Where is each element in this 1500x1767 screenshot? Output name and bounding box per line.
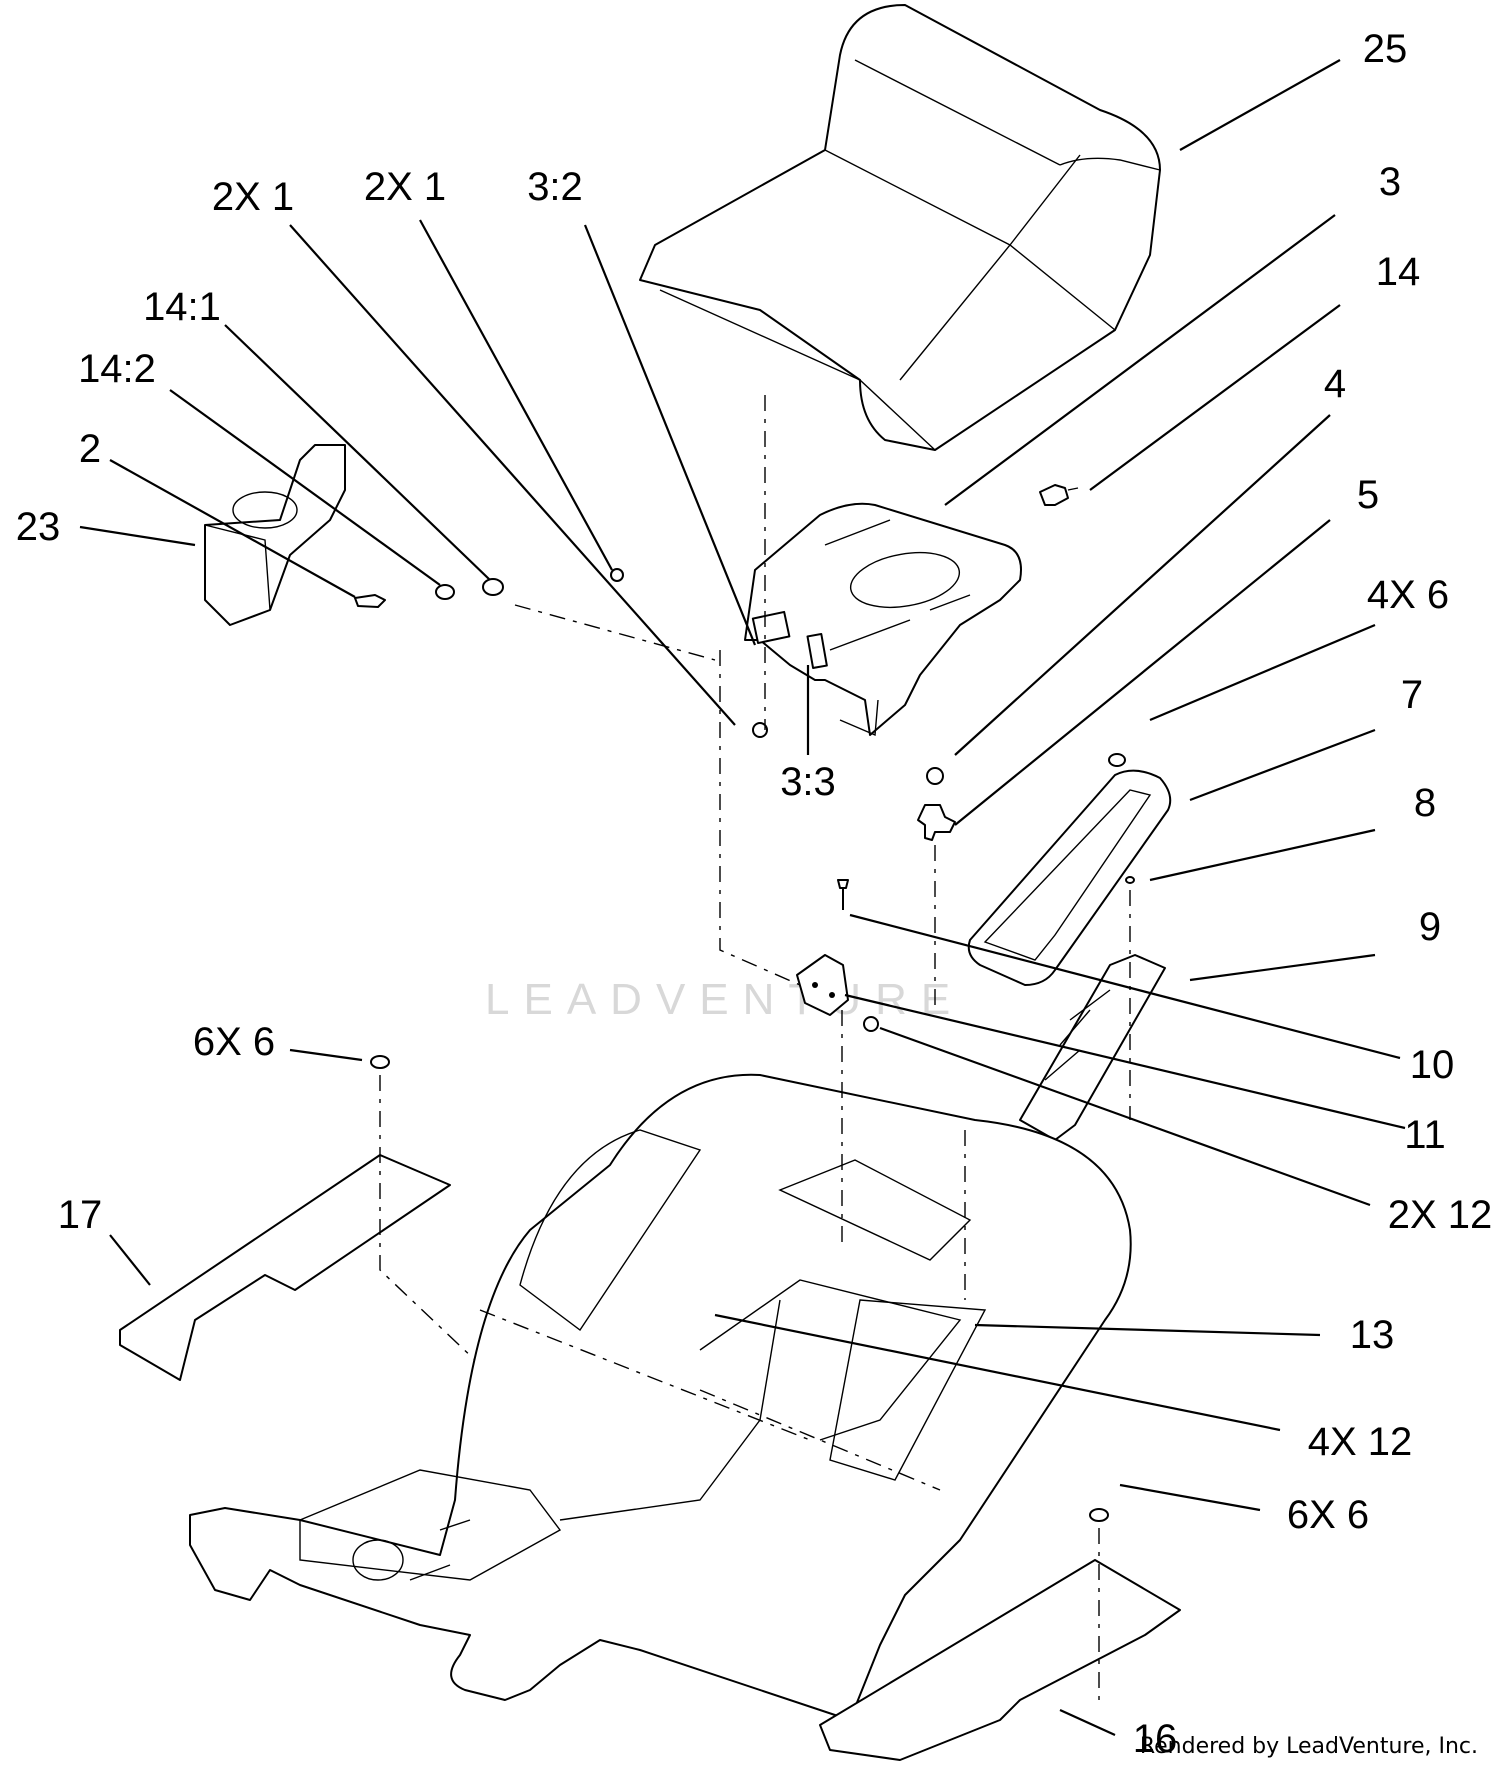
- hardware: [370, 568, 1135, 1522]
- label-7: 7: [1401, 673, 1423, 717]
- label-9: 9: [1419, 905, 1441, 949]
- label-10: 10: [1410, 1043, 1455, 1087]
- label-4x12: 4X 12: [1308, 1420, 1413, 1464]
- label-4: 4: [1324, 362, 1346, 406]
- seat-pan: [744, 502, 1022, 737]
- watermark: LEADVENTURE: [485, 975, 965, 1024]
- cup-holder: [204, 444, 346, 626]
- guide-lines: [379, 395, 1131, 1700]
- bracket: [796, 954, 849, 1016]
- label-23: 23: [16, 505, 61, 549]
- label-14-2: 14:2: [78, 347, 156, 391]
- label-13: 13: [1350, 1313, 1395, 1357]
- leader-lines: [79, 59, 1406, 1737]
- seat-cushion: [639, 4, 1161, 451]
- label-6x6-right: 6X 6: [1287, 1493, 1369, 1537]
- part-labels: 25 3 14 4 5 4X 6 7 8 9 10 11 2X 12 13 4X…: [16, 27, 1493, 1761]
- label-8: 8: [1414, 781, 1436, 825]
- label-11: 11: [1404, 1113, 1446, 1157]
- label-14-1: 14:1: [143, 285, 221, 329]
- label-2x1-right: 2X 1: [364, 165, 446, 209]
- fender-frame: [189, 1073, 1132, 1721]
- label-2x12: 2X 12: [1388, 1193, 1493, 1237]
- floor-mats: [119, 1154, 1181, 1761]
- label-3: 3: [1379, 160, 1401, 204]
- label-17: 17: [58, 1193, 103, 1237]
- label-14: 14: [1376, 250, 1421, 294]
- seat-switch: [1039, 484, 1079, 506]
- render-credit: Rendered by LeadVenture, Inc.: [1139, 1734, 1478, 1759]
- label-6x6-left: 6X 6: [193, 1020, 275, 1064]
- label-3-2: 3:2: [527, 165, 583, 209]
- key-and-washers: [354, 578, 504, 608]
- label-2x1-left: 2X 1: [212, 175, 294, 219]
- label-5: 5: [1357, 473, 1379, 517]
- label-4x6: 4X 6: [1367, 573, 1449, 617]
- label-3-3: 3:3: [780, 760, 836, 804]
- label-25: 25: [1363, 27, 1408, 71]
- label-2: 2: [79, 427, 101, 471]
- label-16: 16: [1133, 1717, 1178, 1761]
- console-plates: [967, 769, 1172, 1141]
